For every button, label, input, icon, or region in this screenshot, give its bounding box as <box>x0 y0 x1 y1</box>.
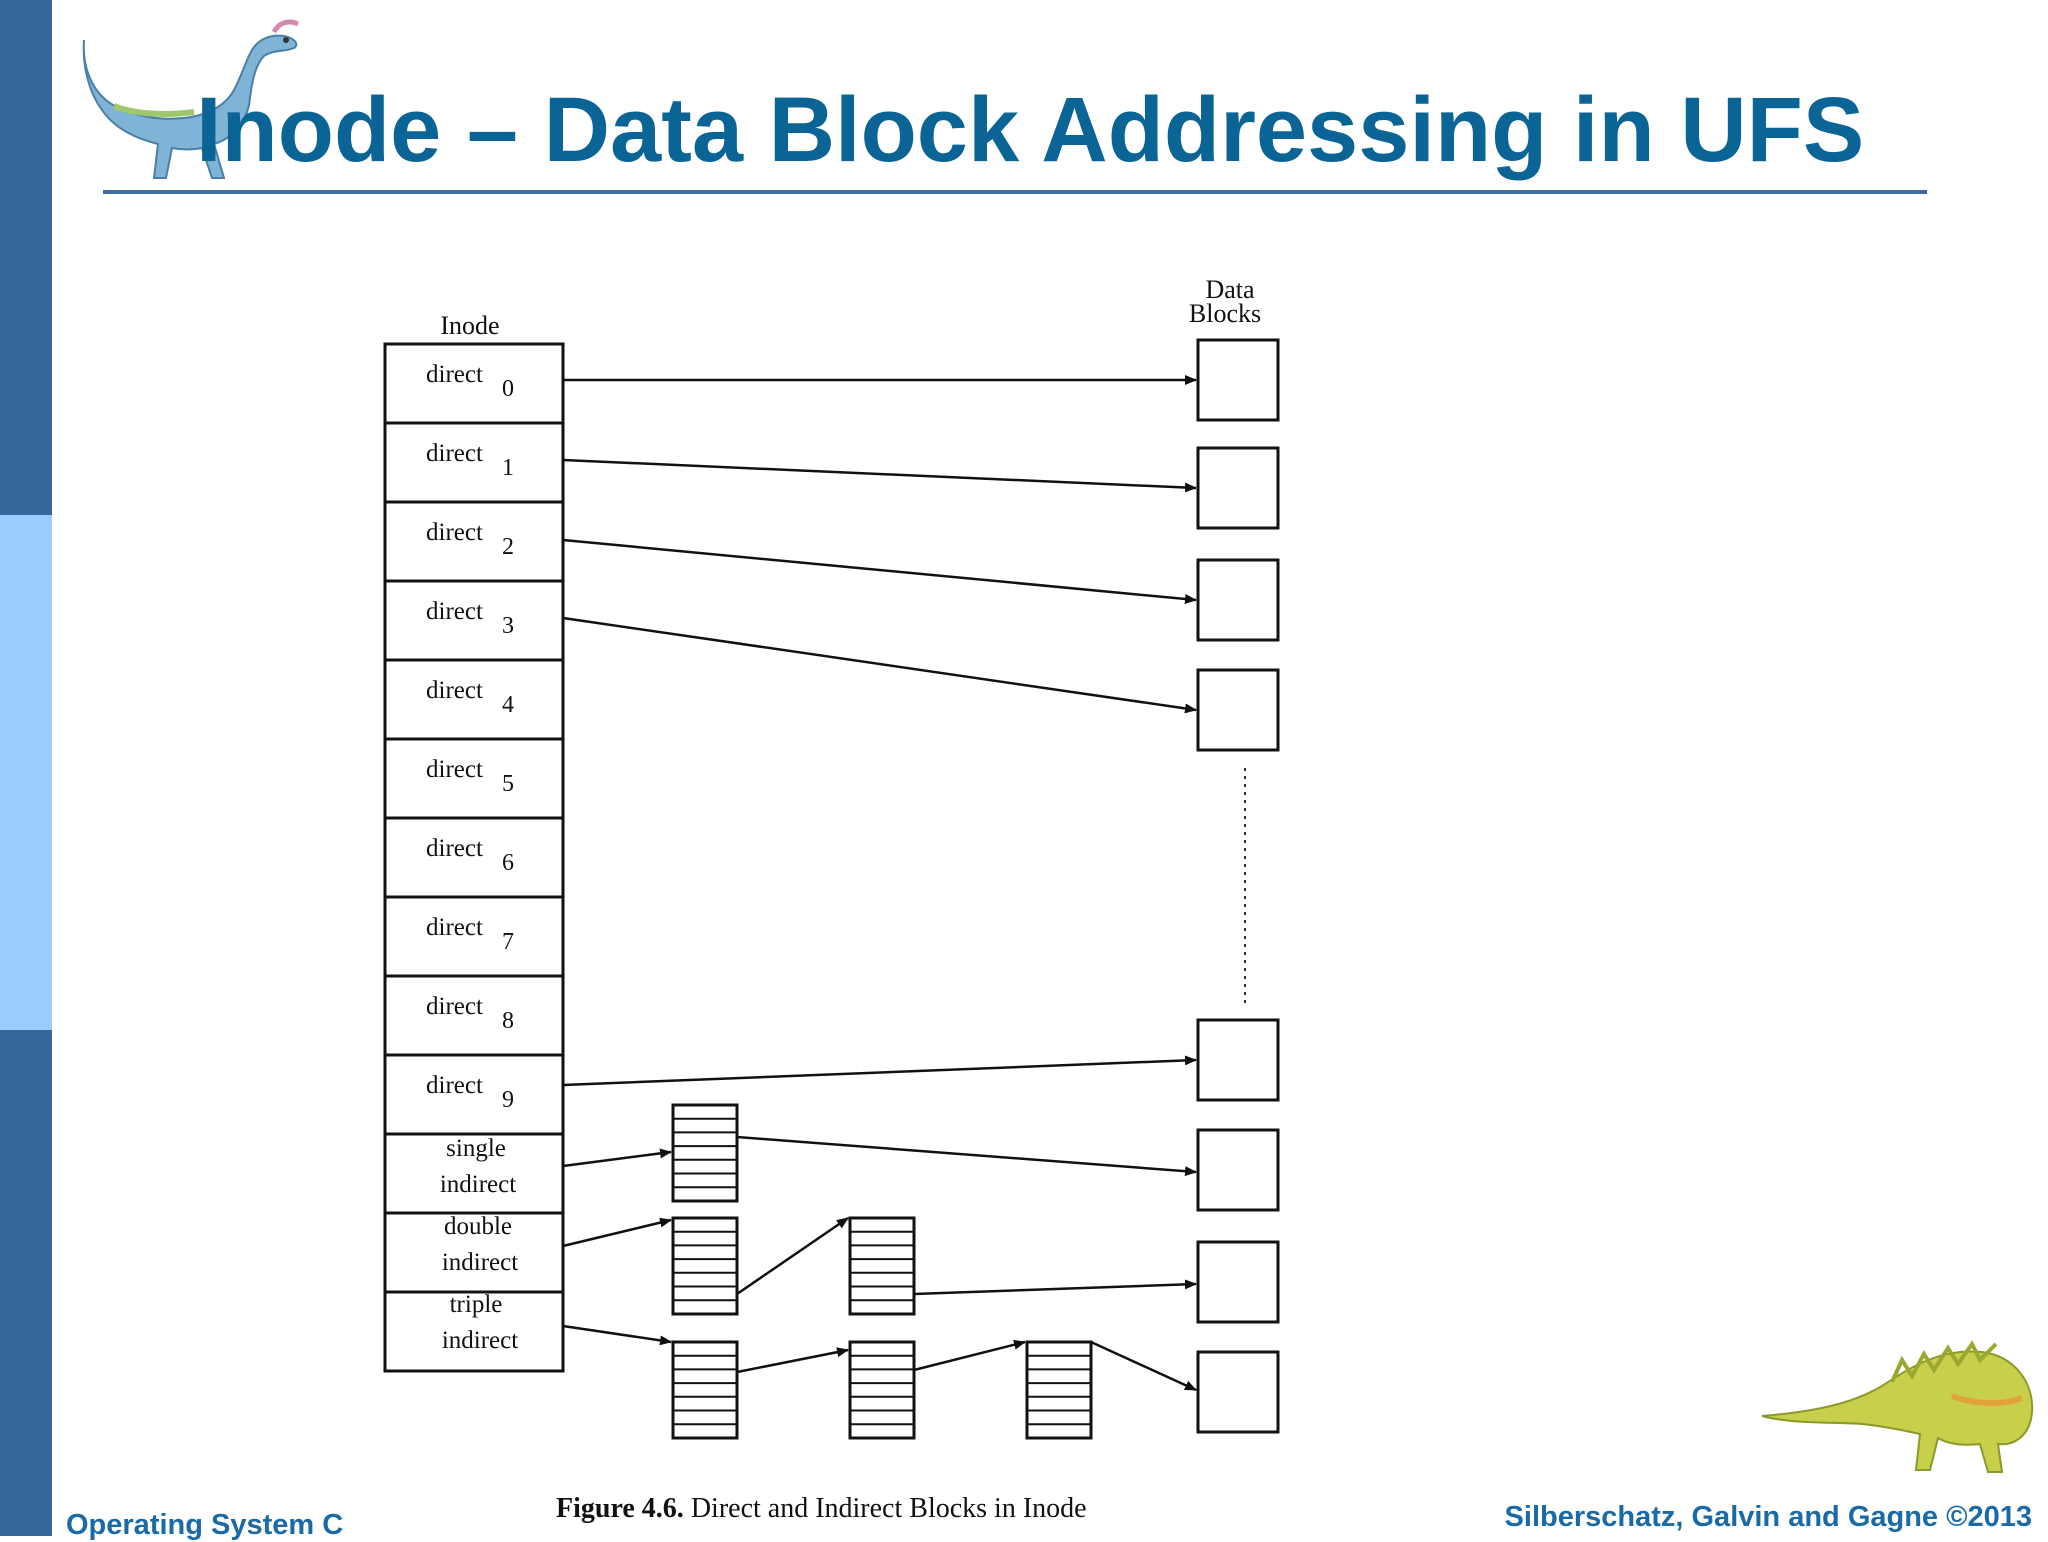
double-indirect-line1: double <box>444 1213 512 1240</box>
index-block <box>671 1103 739 1203</box>
pointer-arrow <box>562 1217 672 1248</box>
data-blocks-label-line2: Blocks <box>1189 299 1261 328</box>
direct-pointer-label: direct <box>426 993 483 1020</box>
direct-pointer-label: direct <box>426 1072 483 1099</box>
direct-pointer-label: direct <box>426 440 483 467</box>
dinosaur-icon <box>82 19 300 179</box>
pointer-arrow <box>736 1216 849 1296</box>
direct-pointer-label: direct <box>426 519 483 546</box>
index-block <box>671 1340 739 1440</box>
index-block <box>848 1340 916 1440</box>
data-block <box>1196 558 1280 642</box>
caption-text: Direct and Indirect Blocks in Inode <box>690 1493 1087 1524</box>
data-blocks-label-line1: Data <box>1205 275 1255 304</box>
index-blocks <box>671 1103 1093 1440</box>
inode-cell <box>383 1290 565 1373</box>
direct-pointer-index: 7 <box>502 929 514 955</box>
title-divider <box>103 190 1927 194</box>
dinosaur-icon <box>1761 1340 2034 1473</box>
direct-pointer-index: 5 <box>502 771 514 797</box>
data-block <box>1196 446 1280 530</box>
pointer-arrows <box>562 375 1197 1392</box>
direct-pointer-index: 3 <box>502 613 514 639</box>
inode-diagram: Inode Data Blocks direct0direct1direct2d… <box>383 275 1280 1440</box>
data-block <box>1196 1018 1280 1102</box>
data-block <box>1196 1240 1280 1324</box>
pointer-arrow <box>562 1148 672 1168</box>
page-title: Inode – Data Block Addressing in UFS <box>196 79 1865 181</box>
footer-authors: Silberschatz, Galvin and Gagne ©2013 <box>1504 1501 2032 1533</box>
figure-caption: Figure 4.6. Direct and Indirect Blocks i… <box>556 1493 1087 1525</box>
direct-pointer-index: 1 <box>502 455 514 481</box>
pointer-arrow <box>562 616 1197 714</box>
data-block <box>1196 338 1280 422</box>
footer-book-title: Operating System Concepts <box>66 1509 344 1541</box>
single-indirect-line2: indirect <box>440 1171 516 1198</box>
triple-indirect-line1: triple <box>450 1291 503 1318</box>
direct-pointer-index: 6 <box>502 850 514 876</box>
pointer-arrow <box>562 538 1197 604</box>
direct-pointer-label: direct <box>426 914 483 941</box>
direct-pointer-label: direct <box>426 361 483 388</box>
direct-pointer-index: 4 <box>502 692 514 718</box>
index-block <box>671 1216 739 1316</box>
double-indirect-line2: indirect <box>442 1249 518 1276</box>
triple-indirect-line2: indirect <box>442 1327 518 1354</box>
data-blocks-column <box>1196 338 1280 1434</box>
single-indirect-line1: single <box>446 1135 506 1162</box>
pointer-arrow <box>736 1347 849 1374</box>
pointer-arrow <box>562 458 1197 493</box>
direct-pointer-index: 0 <box>502 376 514 402</box>
pointer-arrow <box>913 1279 1197 1296</box>
pointer-arrow <box>562 1324 672 1346</box>
direct-pointer-label: direct <box>426 756 483 783</box>
data-block <box>1196 668 1280 752</box>
sidebar-accent-bottom <box>0 1030 52 1536</box>
inode-label: Inode <box>440 311 499 340</box>
index-block <box>848 1216 916 1316</box>
pointer-arrow <box>562 1055 1197 1087</box>
direct-pointer-label: direct <box>426 598 483 625</box>
inode-table: direct 0 direct 1 direct 2 direct 3 direct 4 direc… <box>383 342 565 1373</box>
index-block <box>1025 1340 1093 1440</box>
sidebar-accent-middle <box>0 515 52 1030</box>
direct-pointer-index: 8 <box>502 1008 514 1034</box>
direct-pointer-label: direct <box>426 677 483 704</box>
caption-figure-number: Figure 4.6. <box>556 1493 684 1524</box>
direct-pointer-index: 2 <box>502 534 514 560</box>
direct-pointer-label: direct <box>426 835 483 862</box>
pointer-arrow <box>736 1135 1197 1177</box>
data-block <box>1196 1128 1280 1212</box>
data-block <box>1196 1350 1280 1434</box>
pointer-arrow <box>1090 1340 1197 1392</box>
sidebar-accent-top <box>0 0 52 515</box>
pointer-arrow <box>913 1339 1026 1372</box>
direct-pointer-index: 9 <box>502 1087 514 1113</box>
